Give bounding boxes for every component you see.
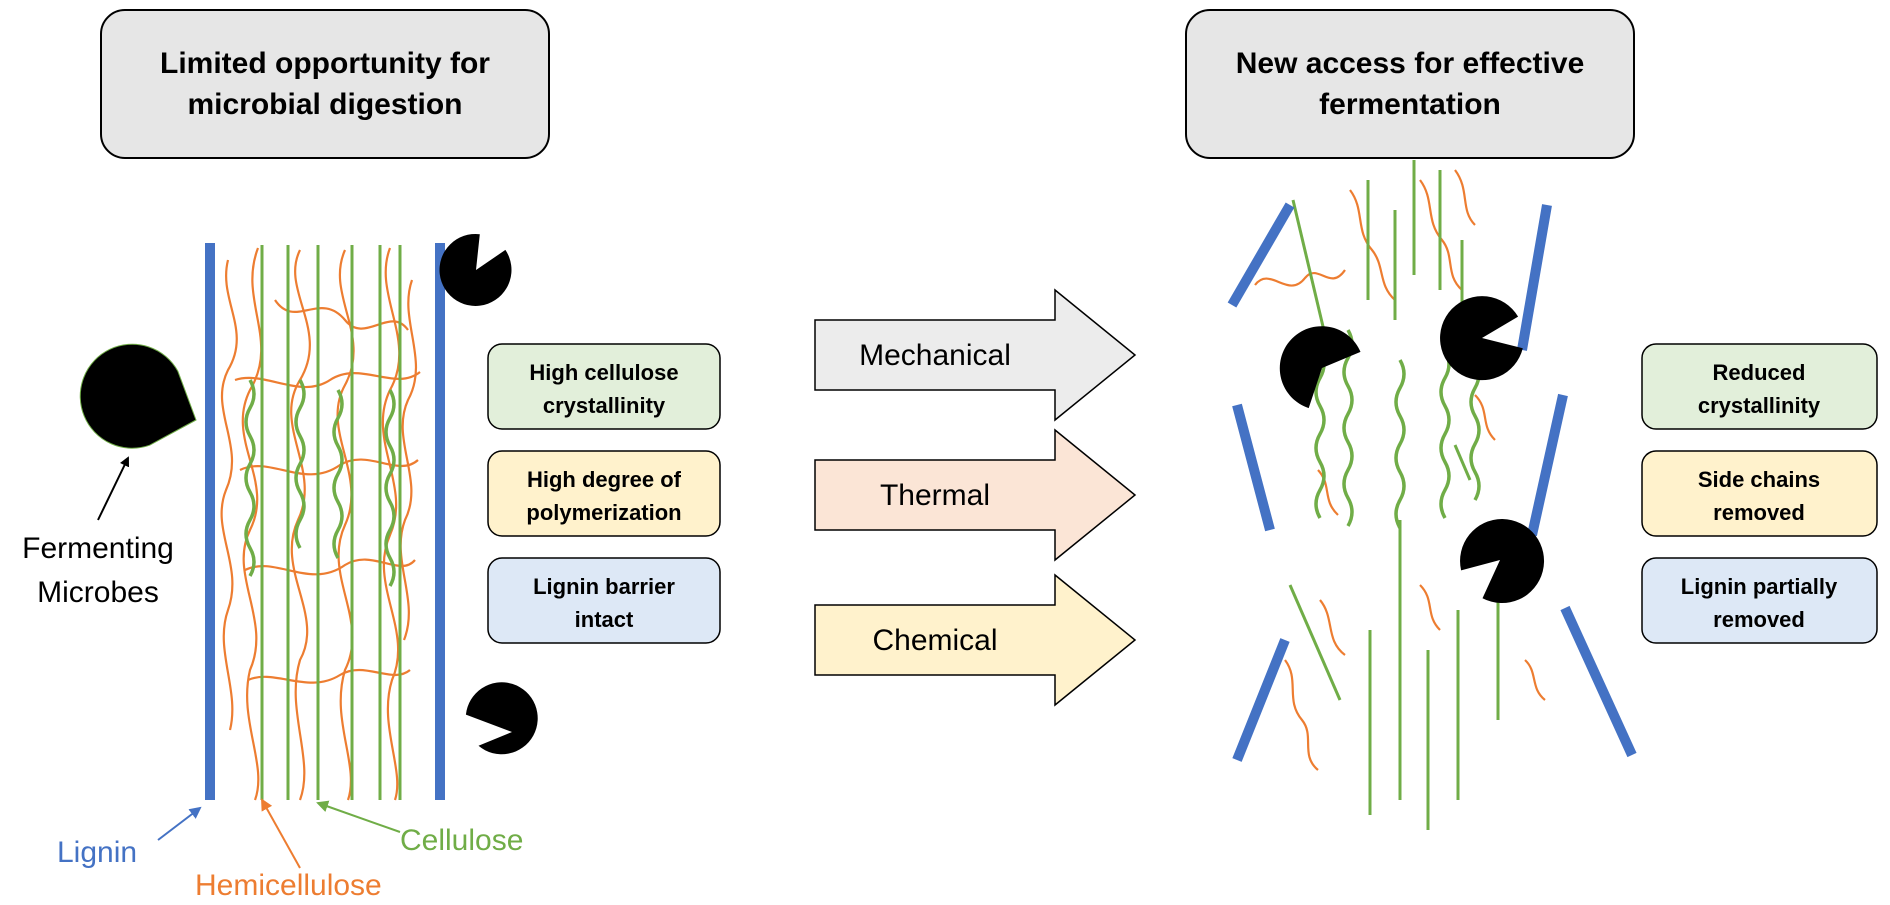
- property-line: polymerization: [526, 500, 681, 525]
- hemicellulose-fragment: [1419, 584, 1441, 631]
- property-box-side-chains: Side chains removed: [1641, 450, 1878, 537]
- lignin-fragment: [1232, 403, 1275, 532]
- legend-cellulose-arrow: [316, 800, 401, 833]
- microbe-icon: [465, 682, 538, 755]
- microbe-icon: [439, 233, 512, 306]
- left-title-box: Limited opportunity for microbial digest…: [100, 9, 550, 159]
- hemicellulose-strand: [381, 247, 401, 801]
- left-properties: High cellulose crystallinity High degree…: [487, 343, 721, 644]
- cellulose-strands: [244, 245, 402, 800]
- property-line: intact: [575, 607, 634, 632]
- cellulose-strand: [294, 379, 306, 549]
- lignin-fragment: [1527, 393, 1568, 537]
- hemicellulose-fragment: [1284, 659, 1319, 771]
- treatment-arrow-chemical: Chemical: [814, 573, 1137, 707]
- legend-lignin: Lignin: [57, 836, 137, 869]
- property-line: Lignin partially: [1681, 574, 1838, 599]
- right-title-line-2: fermentation: [1319, 88, 1501, 121]
- cellulose-fragments: [1288, 160, 1500, 830]
- treatment-label: Thermal: [880, 479, 990, 512]
- treatment-arrow-shape: [814, 428, 1137, 562]
- hemicellulose-strand: [241, 247, 263, 801]
- microbe-icon: [1279, 326, 1361, 409]
- property-line: Lignin barrier: [533, 574, 675, 599]
- hemicellulose-fragments: [1254, 169, 1546, 771]
- legend-hemicellulose-arrow: [261, 798, 301, 869]
- microbe-label-line-1: Fermenting: [22, 532, 174, 565]
- property-line: Side chains: [1698, 467, 1820, 492]
- cellulose-fragment: [1314, 349, 1326, 519]
- lignin-fragment: [1517, 204, 1552, 351]
- cellulose-fragment: [1439, 349, 1451, 519]
- left-title-box-shape: [100, 9, 550, 159]
- hemicellulose-fragment: [1349, 189, 1396, 301]
- hemicellulose-fragment: [1474, 394, 1496, 441]
- legend-cellulose: Cellulose: [400, 824, 523, 857]
- property-box-polymerization: High degree of polymerization: [487, 450, 721, 537]
- lignin-fragments: [1227, 202, 1637, 762]
- property-box-crystallinity: High cellulose crystallinity: [487, 343, 721, 430]
- property-line: removed: [1713, 500, 1805, 525]
- property-line: High degree of: [527, 467, 682, 492]
- hemicellulose-strand: [244, 558, 416, 576]
- cellulose-fragment: [1291, 199, 1327, 336]
- hemicellulose-strand: [247, 669, 411, 684]
- disrupted-fiber-bundle: [1227, 160, 1637, 830]
- cellulose-fragment: [1453, 444, 1472, 481]
- lignin-fragment: [1560, 605, 1637, 758]
- microbe-pointer-arrow: [97, 456, 130, 521]
- property-line: High cellulose: [529, 360, 678, 385]
- lignin-fragment: [1227, 202, 1295, 308]
- microbe-icon: [79, 343, 197, 449]
- treatment-arrow-shape: [814, 573, 1137, 707]
- hemicellulose-strand: [220, 259, 238, 731]
- left-title-line-1: Limited opportunity for: [160, 47, 490, 80]
- microbe-icon: [1460, 519, 1545, 604]
- right-title-line-1: New access for effective: [1236, 47, 1585, 80]
- cellulose-strand: [332, 389, 344, 559]
- hemicellulose-fragment: [1524, 659, 1546, 701]
- lignin-fragment: [1232, 638, 1290, 762]
- hemicellulose-fragment: [1319, 599, 1346, 656]
- right-title-box-shape: [1185, 9, 1635, 159]
- cellulose-fragment: [1342, 329, 1354, 527]
- treatment-arrow-mechanical: Mechanical: [814, 288, 1137, 422]
- intact-fiber-bundle: [205, 243, 445, 801]
- hemicellulose-fragment: [1317, 469, 1339, 516]
- left-title-line-2: microbial digestion: [187, 88, 462, 121]
- treatment-label: Chemical: [872, 624, 997, 657]
- microbe-label-line-2: Microbes: [37, 576, 159, 609]
- hemicellulose-fragment: [1254, 269, 1346, 287]
- property-line: crystallinity: [543, 393, 666, 418]
- cellulose-fragment: [1288, 584, 1342, 701]
- treatment-arrow-thermal: Thermal: [814, 428, 1137, 562]
- hemicellulose-strand: [290, 249, 311, 801]
- legend-hemicellulose: Hemicellulose: [195, 869, 382, 902]
- property-line: crystallinity: [1698, 393, 1821, 418]
- cellulose-strand: [244, 379, 256, 577]
- right-title-box: New access for effective fermentation: [1185, 9, 1635, 159]
- hemicellulose-strands: [220, 247, 421, 801]
- hemicellulose-fragment: [1454, 169, 1476, 226]
- cellulose-fragment: [1469, 359, 1481, 501]
- microbe-label: Fermenting Microbes: [22, 456, 174, 609]
- component-legend: Lignin Hemicellulose Cellulose: [57, 798, 523, 902]
- cellulose-fragment: [1394, 359, 1406, 529]
- hemicellulose-strand: [274, 299, 409, 331]
- treatment-label: Mechanical: [859, 339, 1011, 372]
- property-box-lignin: Lignin barrier intact: [487, 557, 721, 644]
- right-properties: Reduced crystallinity Side chains remove…: [1641, 343, 1878, 644]
- legend-lignin-arrow: [157, 806, 202, 841]
- property-box-lignin: Lignin partially removed: [1641, 557, 1878, 644]
- property-line: Reduced: [1713, 360, 1806, 385]
- treatment-arrow-shape: [814, 288, 1137, 422]
- hemicellulose-strand: [399, 279, 418, 641]
- cellulose-strand: [384, 389, 396, 587]
- property-line: removed: [1713, 607, 1805, 632]
- hemicellulose-fragment: [1419, 179, 1463, 291]
- microbe-icon: [1440, 296, 1523, 381]
- property-box-crystallinity: Reduced crystallinity: [1641, 343, 1878, 430]
